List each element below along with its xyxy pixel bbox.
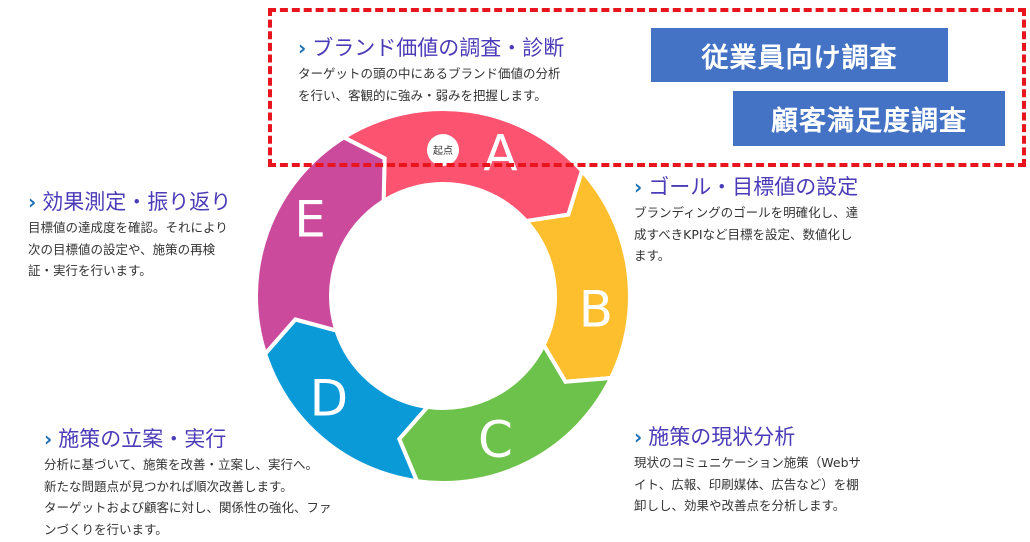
step-c-line: イト、広報、印刷媒体、広告など）を棚 — [634, 476, 859, 492]
step-e-title: 効果測定・振り返り — [42, 190, 232, 214]
step-a-title: ブランド価値の調査・診断 — [312, 36, 565, 60]
step-c-line: 現状のコミュニケーション施策（Webサ — [634, 455, 862, 470]
cycle-letter-b: B — [579, 280, 613, 338]
chevron-right-icon: › — [634, 425, 643, 449]
step-a-line: を行い、客観的に強み・弱みを把握します。 — [298, 87, 547, 103]
step-a-line: ターゲットの頭の中にあるブランド価値の分析 — [298, 66, 561, 81]
chevron-right-icon: › — [28, 190, 37, 214]
step-e-line: 次の目標値の設定や、施策の再検 — [28, 241, 216, 257]
step-e: ›効果測定・振り返り 目標値の達成度を確認。それにより次の目標値の設定や、施策の… — [28, 187, 231, 282]
badge-employee-survey: 従業員向け調査 — [651, 28, 948, 82]
step-d-line: ンづくりを行います。 — [44, 521, 168, 537]
cycle-letter-c: C — [478, 411, 513, 469]
step-c-title: 施策の現状分析 — [648, 425, 796, 449]
step-b-line: ます。 — [634, 248, 671, 263]
cycle-letter-d: D — [310, 370, 349, 428]
step-d-line: 分析に基づいて、施策を改善・立案し、実行へ。 — [44, 457, 319, 472]
start-point-label: 起点 — [433, 145, 453, 157]
step-b-title: ゴール・目標値の設定 — [648, 175, 859, 199]
step-b-line: 成すべきKPIなど目標を設定、数値化し — [634, 226, 853, 242]
start-point-marker — [427, 134, 459, 166]
step-a: ›ブランド価値の調査・診断 ターゲットの頭の中にあるブランド価値の分析を行い、客… — [298, 33, 564, 106]
cycle-letter-e: E — [294, 190, 326, 248]
step-d-title: 施策の立案・実行 — [58, 427, 227, 451]
step-c-line: 卸しし、効果や改善点を分析します。 — [634, 498, 846, 513]
step-b: ›ゴール・目標値の設定 ブランディングのゴールを明確化し、達成すべきKPIなど目… — [634, 172, 858, 267]
cycle-letter-a: A — [483, 125, 517, 183]
badge-customer-survey: 顧客満足度調査 — [733, 91, 1005, 146]
step-b-line: ブランディングのゴールを明確化し、達 — [634, 205, 859, 220]
step-e-line: 目標値の達成度を確認。それにより — [28, 220, 228, 235]
step-d-line: ターゲットおよび顧客に対し、関係性の強化、ファ — [44, 500, 332, 515]
step-e-line: 証・実行を行います。 — [28, 263, 152, 278]
step-c: ›施策の現状分析 現状のコミュニケーション施策（Webサイト、広報、印刷媒体、広… — [634, 422, 861, 517]
chevron-right-icon: › — [44, 427, 53, 451]
highlight-dashed-box — [268, 8, 1026, 167]
cycle-segment-e — [254, 135, 387, 358]
step-d-line: 新たな問題点が見つかれば順次改善します。 — [44, 478, 293, 494]
step-d: ›施策の立案・実行 分析に基づいて、施策を改善・立案し、実行へ。新たな問題点が見… — [44, 424, 332, 540]
chevron-right-icon: › — [634, 175, 643, 199]
chevron-right-icon: › — [298, 36, 307, 60]
